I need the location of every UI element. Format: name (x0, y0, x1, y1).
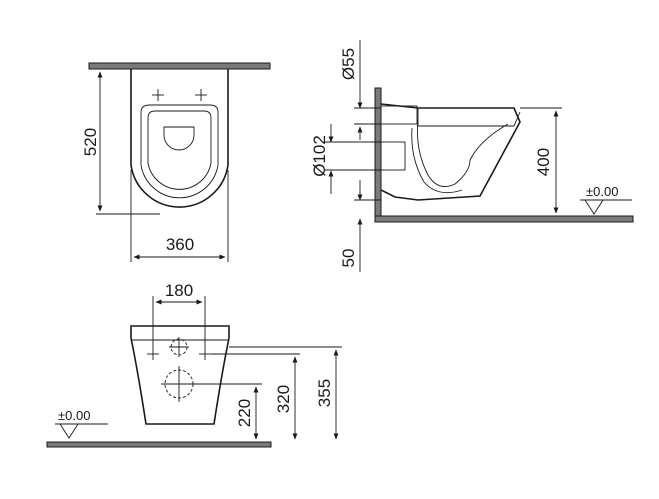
top-view-bowl-outline (130, 69, 229, 208)
side-view-body (380, 103, 521, 201)
floor-gap-label: 50 (339, 249, 358, 268)
front-view-body (130, 325, 230, 425)
top-view-rim-inner (147, 110, 212, 190)
outlet-diameter-label: Ø102 (310, 135, 329, 177)
front-view-floor (46, 441, 272, 448)
front-view-fixing-right (199, 348, 211, 360)
fixing-height-label: 355 (315, 379, 334, 407)
front-view-fixing-left (147, 348, 159, 360)
side-view-trap (417, 119, 509, 187)
inlet-height-label: 320 (274, 385, 293, 413)
side-view-outlet (380, 141, 406, 171)
side-view-level-marker: ±0.00 (580, 184, 632, 215)
front-view-level-marker: ±0.00 (55, 408, 108, 439)
side-view-rim (417, 108, 521, 127)
top-view-fixing-right (195, 89, 207, 101)
side-view-trap-inner (411, 127, 463, 194)
top-view-outlet (163, 126, 195, 151)
bolt-spacing-label: 180 (165, 281, 193, 300)
side-view-inlet (380, 105, 418, 125)
front-view-level-label: ±0.00 (58, 408, 90, 423)
side-view-level-label: ±0.00 (586, 184, 618, 199)
top-view-fixing-left (152, 89, 164, 101)
height-label: 400 (534, 148, 553, 176)
depth-label: 520 (81, 128, 100, 156)
inlet-diameter-label: Ø55 (339, 48, 358, 80)
side-view-floor (374, 215, 634, 223)
top-view-wall (88, 62, 271, 70)
side-view: Ø55 Ø102 50 400 ±0.00 (310, 40, 634, 272)
outlet-height-label: 220 (235, 399, 254, 427)
front-view: 180 220 320 355 ±0.00 (46, 281, 342, 448)
top-view: 520 360 (81, 62, 271, 262)
top-view-bowl-inner (140, 104, 219, 199)
width-label: 360 (166, 235, 194, 254)
